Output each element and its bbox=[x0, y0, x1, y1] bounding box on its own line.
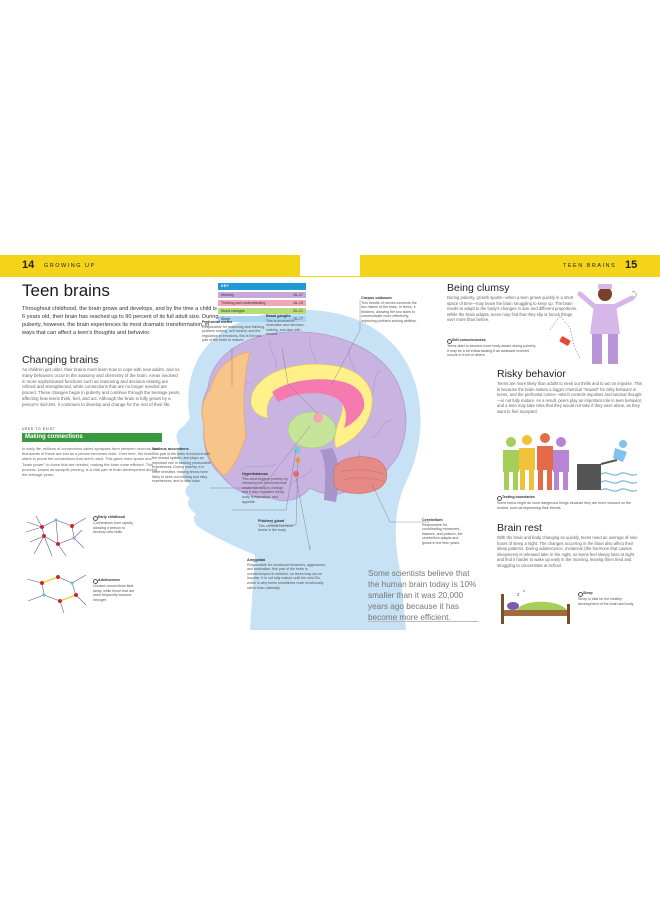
sleep-bullet bbox=[578, 592, 583, 597]
testing-boundaries-text: Some teens might do more dangerous thing… bbox=[497, 501, 632, 510]
testing-boundaries-bullet bbox=[497, 496, 502, 501]
making-connections-body: In early life, millions of connections c… bbox=[22, 446, 160, 478]
header-rule bbox=[0, 276, 660, 277]
quote-text: Some scientists believe that the human b… bbox=[368, 569, 477, 622]
adolescence-text: Unused connections fade away, while thos… bbox=[93, 584, 135, 602]
head-brain-illustration bbox=[176, 300, 430, 630]
left-page-number: 14 bbox=[22, 259, 35, 271]
testing-boundaries-label: Testing boundaries bbox=[502, 495, 535, 499]
self-consciousness-text: Teens start to become more body-aware du… bbox=[447, 344, 537, 358]
early-childhood-label: Early childhood bbox=[98, 515, 125, 519]
being-clumsy-heading: Being clumsy bbox=[447, 282, 510, 294]
header-bar-right bbox=[360, 255, 660, 277]
brain-rest-body: With the brain and body changing so quic… bbox=[497, 535, 638, 568]
being-clumsy-body: During puberty, growth spurts—when a tee… bbox=[447, 295, 578, 323]
clumsy-teen-illustration bbox=[549, 284, 637, 364]
legend-title: KEY bbox=[221, 284, 229, 288]
intro-text: Throughout childhood, the brain grows an… bbox=[22, 306, 219, 336]
sleep-text: Sleep is vital for the healthy developme… bbox=[578, 597, 635, 606]
page-title: Teen brains bbox=[22, 281, 110, 300]
neurons-adolescence-illustration bbox=[26, 574, 87, 614]
sleep-label: Sleep bbox=[583, 591, 593, 595]
making-connections-heading-bar bbox=[22, 433, 162, 442]
early-childhood-bullet bbox=[93, 516, 98, 521]
self-consciousness-label: Self-consciousness bbox=[452, 338, 486, 342]
brain-rest-heading: Brain rest bbox=[497, 522, 542, 534]
right-page-number: 15 bbox=[625, 259, 638, 271]
adolescence-label: Adolescence bbox=[98, 578, 121, 582]
self-consciousness-bullet bbox=[447, 339, 452, 344]
risky-behavior-heading: Risky behavior bbox=[497, 368, 566, 380]
early-childhood-text: Connections form rapidly, allowing a per… bbox=[93, 521, 134, 535]
legend-title-bar bbox=[218, 283, 306, 290]
changing-brains-heading: Changing brains bbox=[22, 354, 99, 366]
risky-behavior-body: Teens are more likely than adults to see… bbox=[497, 381, 643, 414]
left-running-head: GROWING UP bbox=[44, 263, 96, 269]
changing-brains-body: As children get older, their brains must… bbox=[22, 367, 181, 407]
svg-text:z: z bbox=[523, 588, 525, 593]
right-running-head: TEEN BRAINS bbox=[563, 263, 617, 269]
sleep-illustration: z z bbox=[501, 588, 570, 624]
testing-boundaries-illustration bbox=[503, 433, 638, 492]
making-connections-tag: USED TO EXIST bbox=[22, 427, 56, 431]
adolescence-bullet bbox=[93, 579, 98, 584]
quote-rule bbox=[368, 621, 478, 622]
header-bar-left bbox=[0, 255, 300, 277]
svg-text:z: z bbox=[517, 592, 520, 598]
neurons-early-childhood-illustration bbox=[25, 515, 87, 557]
making-connections-heading: Making connections bbox=[25, 434, 83, 440]
